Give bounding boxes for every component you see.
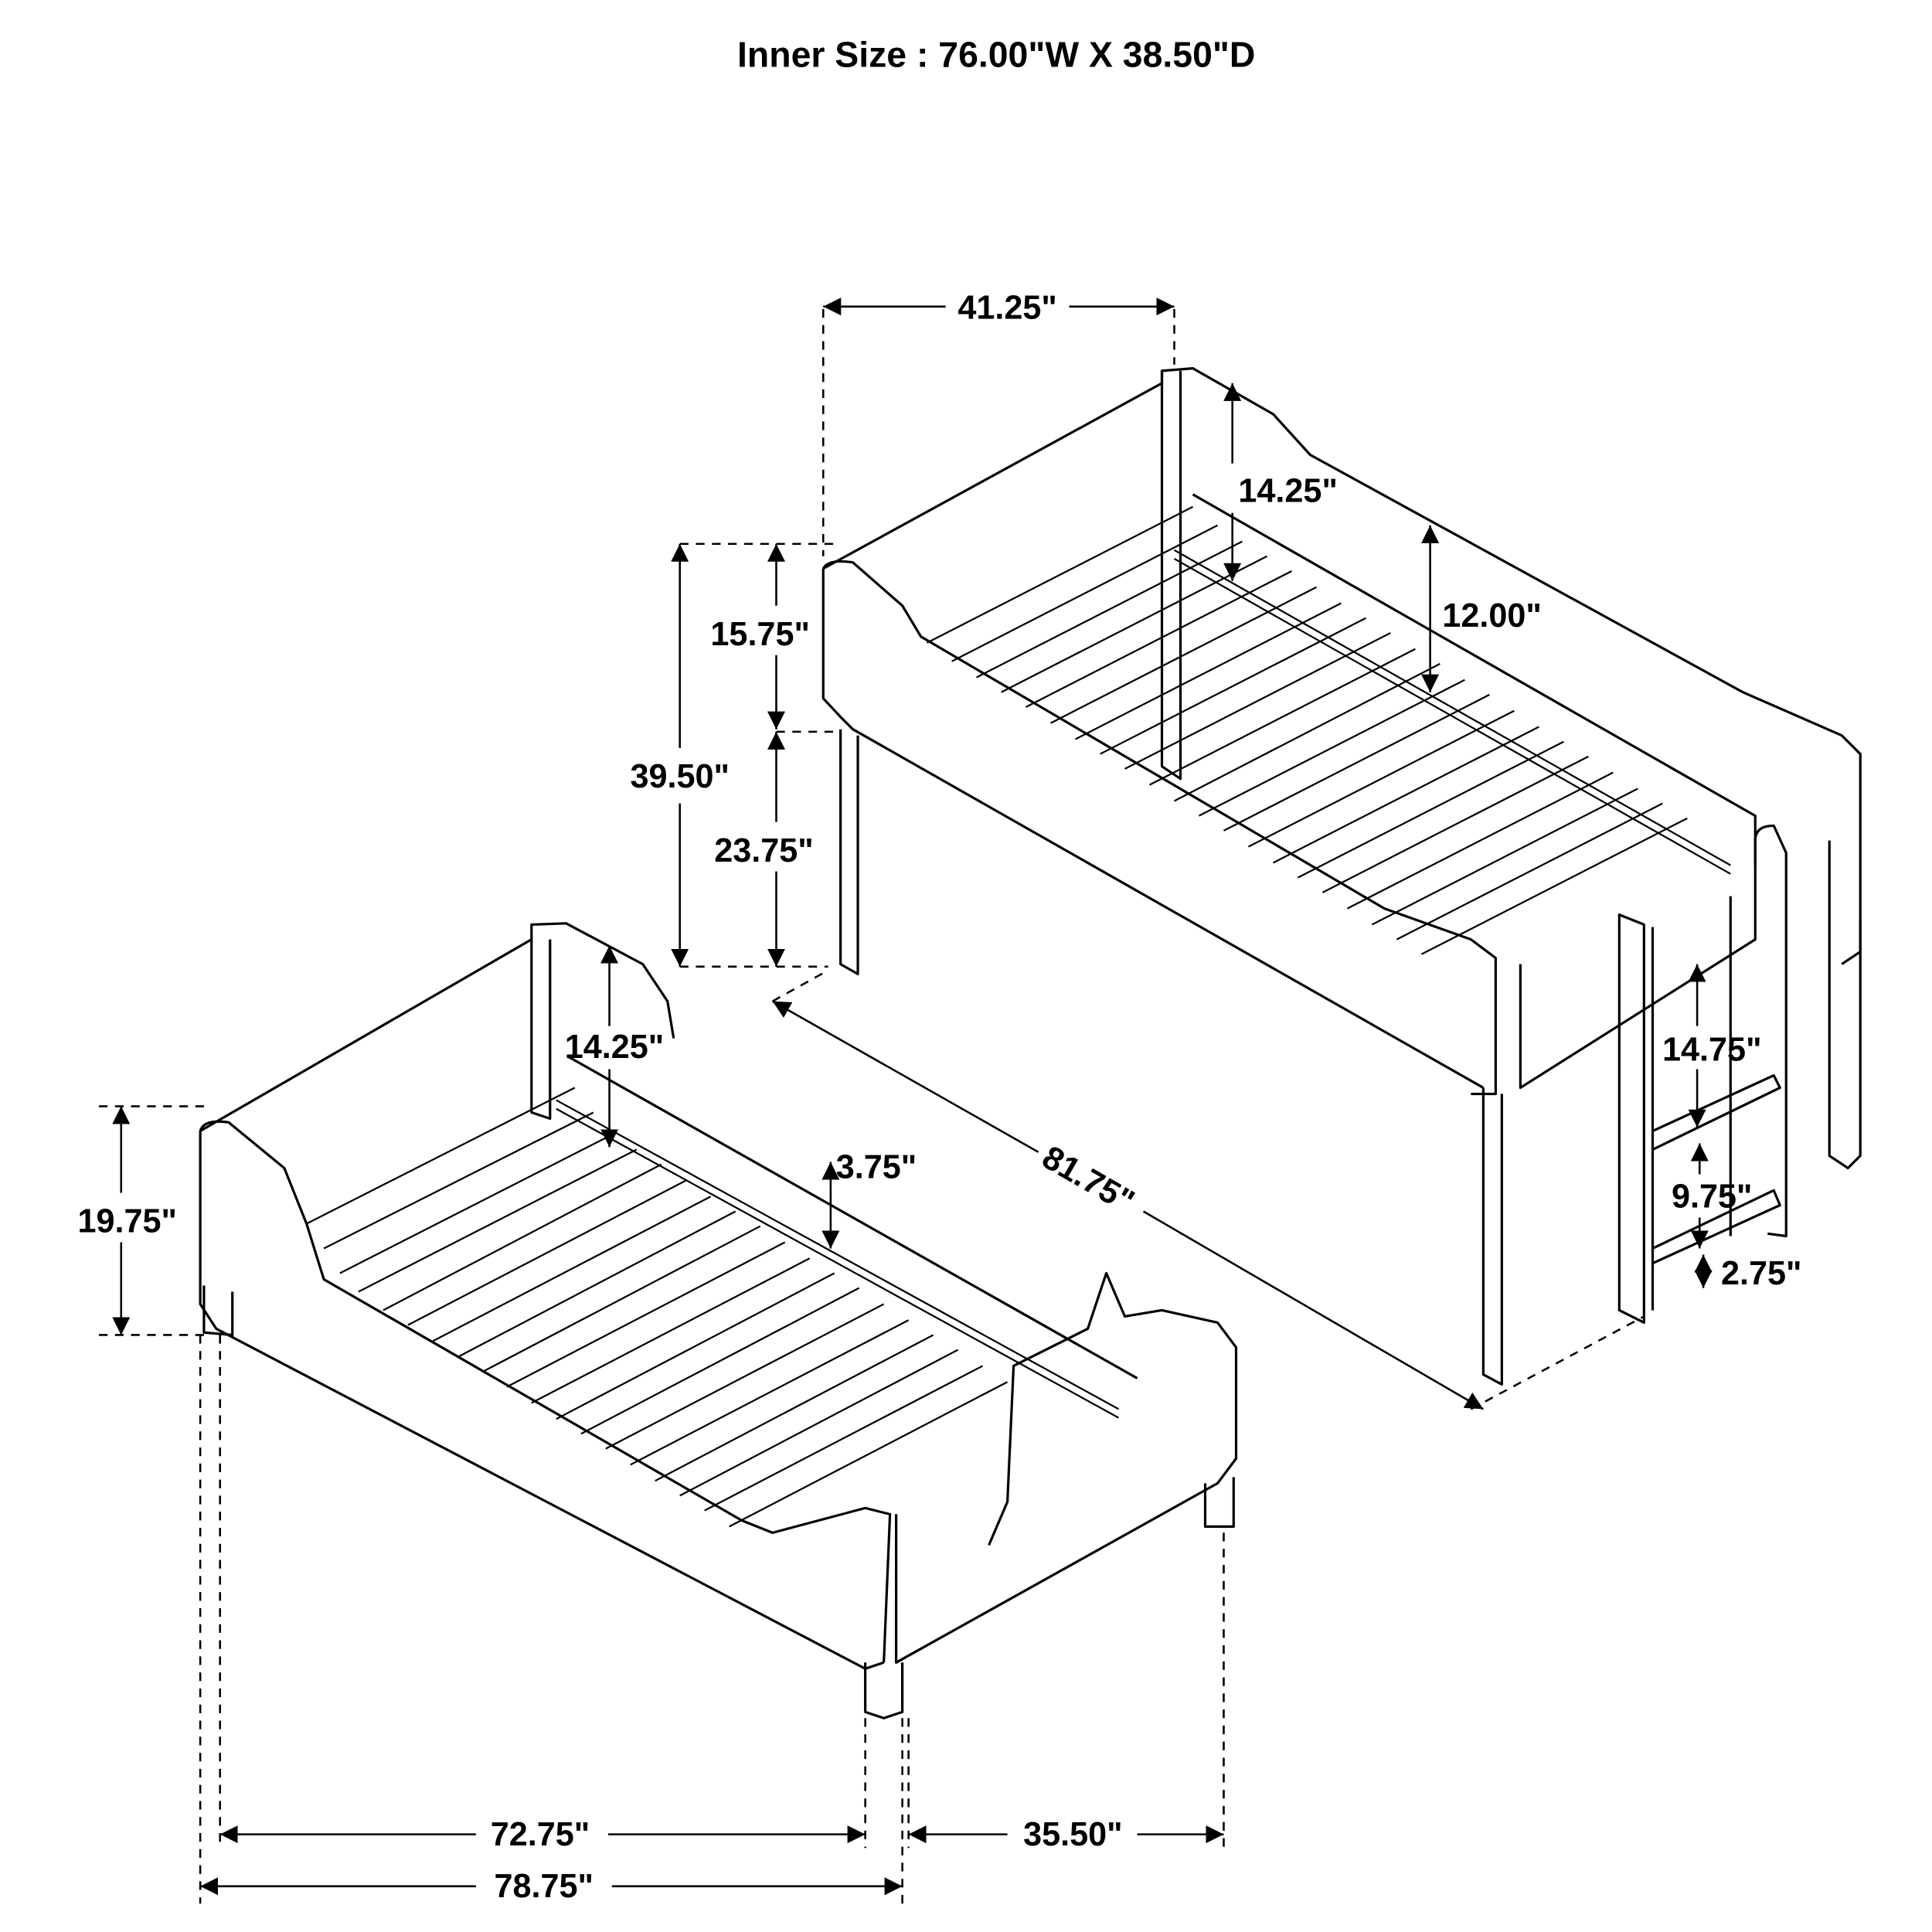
upper-guard-height-label: 12.00"	[1442, 597, 1542, 634]
upper-length-label: 81.75"	[1036, 1139, 1141, 1221]
total-height-label: 39.50"	[630, 758, 730, 795]
lower-slat-drop-label: 3.75"	[836, 1148, 917, 1185]
extension-lines	[98, 308, 1645, 1904]
lower-width-label: 35.50"	[1023, 1816, 1123, 1853]
dimension-labels: 41.25" 14.25" 12.00" 15.75" 39.50" 23.75…	[77, 290, 1801, 1906]
upper-bunk	[821, 367, 1862, 1386]
upper-rail-height-label: 14.25"	[1238, 472, 1338, 509]
lower-rail-height-label: 14.25"	[565, 1029, 665, 1066]
ladder-step-depth-label: 2.75"	[1721, 1255, 1802, 1292]
dimension-arrows	[112, 298, 1713, 1896]
lower-slats	[306, 1087, 1120, 1528]
upper-slats	[927, 505, 1731, 955]
lower-bed	[199, 922, 1238, 1719]
lower-height-label: 19.75"	[77, 1203, 177, 1240]
under-clearance-label: 23.75"	[714, 832, 814, 869]
ladder-top-gap-label: 14.75"	[1662, 1031, 1762, 1068]
lower-total-length-label: 78.75"	[495, 1868, 594, 1905]
lower-inner-length-label: 72.75"	[491, 1816, 590, 1853]
ladder-step-gap-label: 9.75"	[1672, 1179, 1753, 1216]
upper-top-section-label: 15.75"	[710, 616, 810, 653]
upper-width-label: 41.25"	[957, 290, 1057, 327]
ladder	[1617, 896, 1781, 1325]
inner-size-title: Inner Size : 76.00"W X 38.50"D	[737, 34, 1255, 74]
